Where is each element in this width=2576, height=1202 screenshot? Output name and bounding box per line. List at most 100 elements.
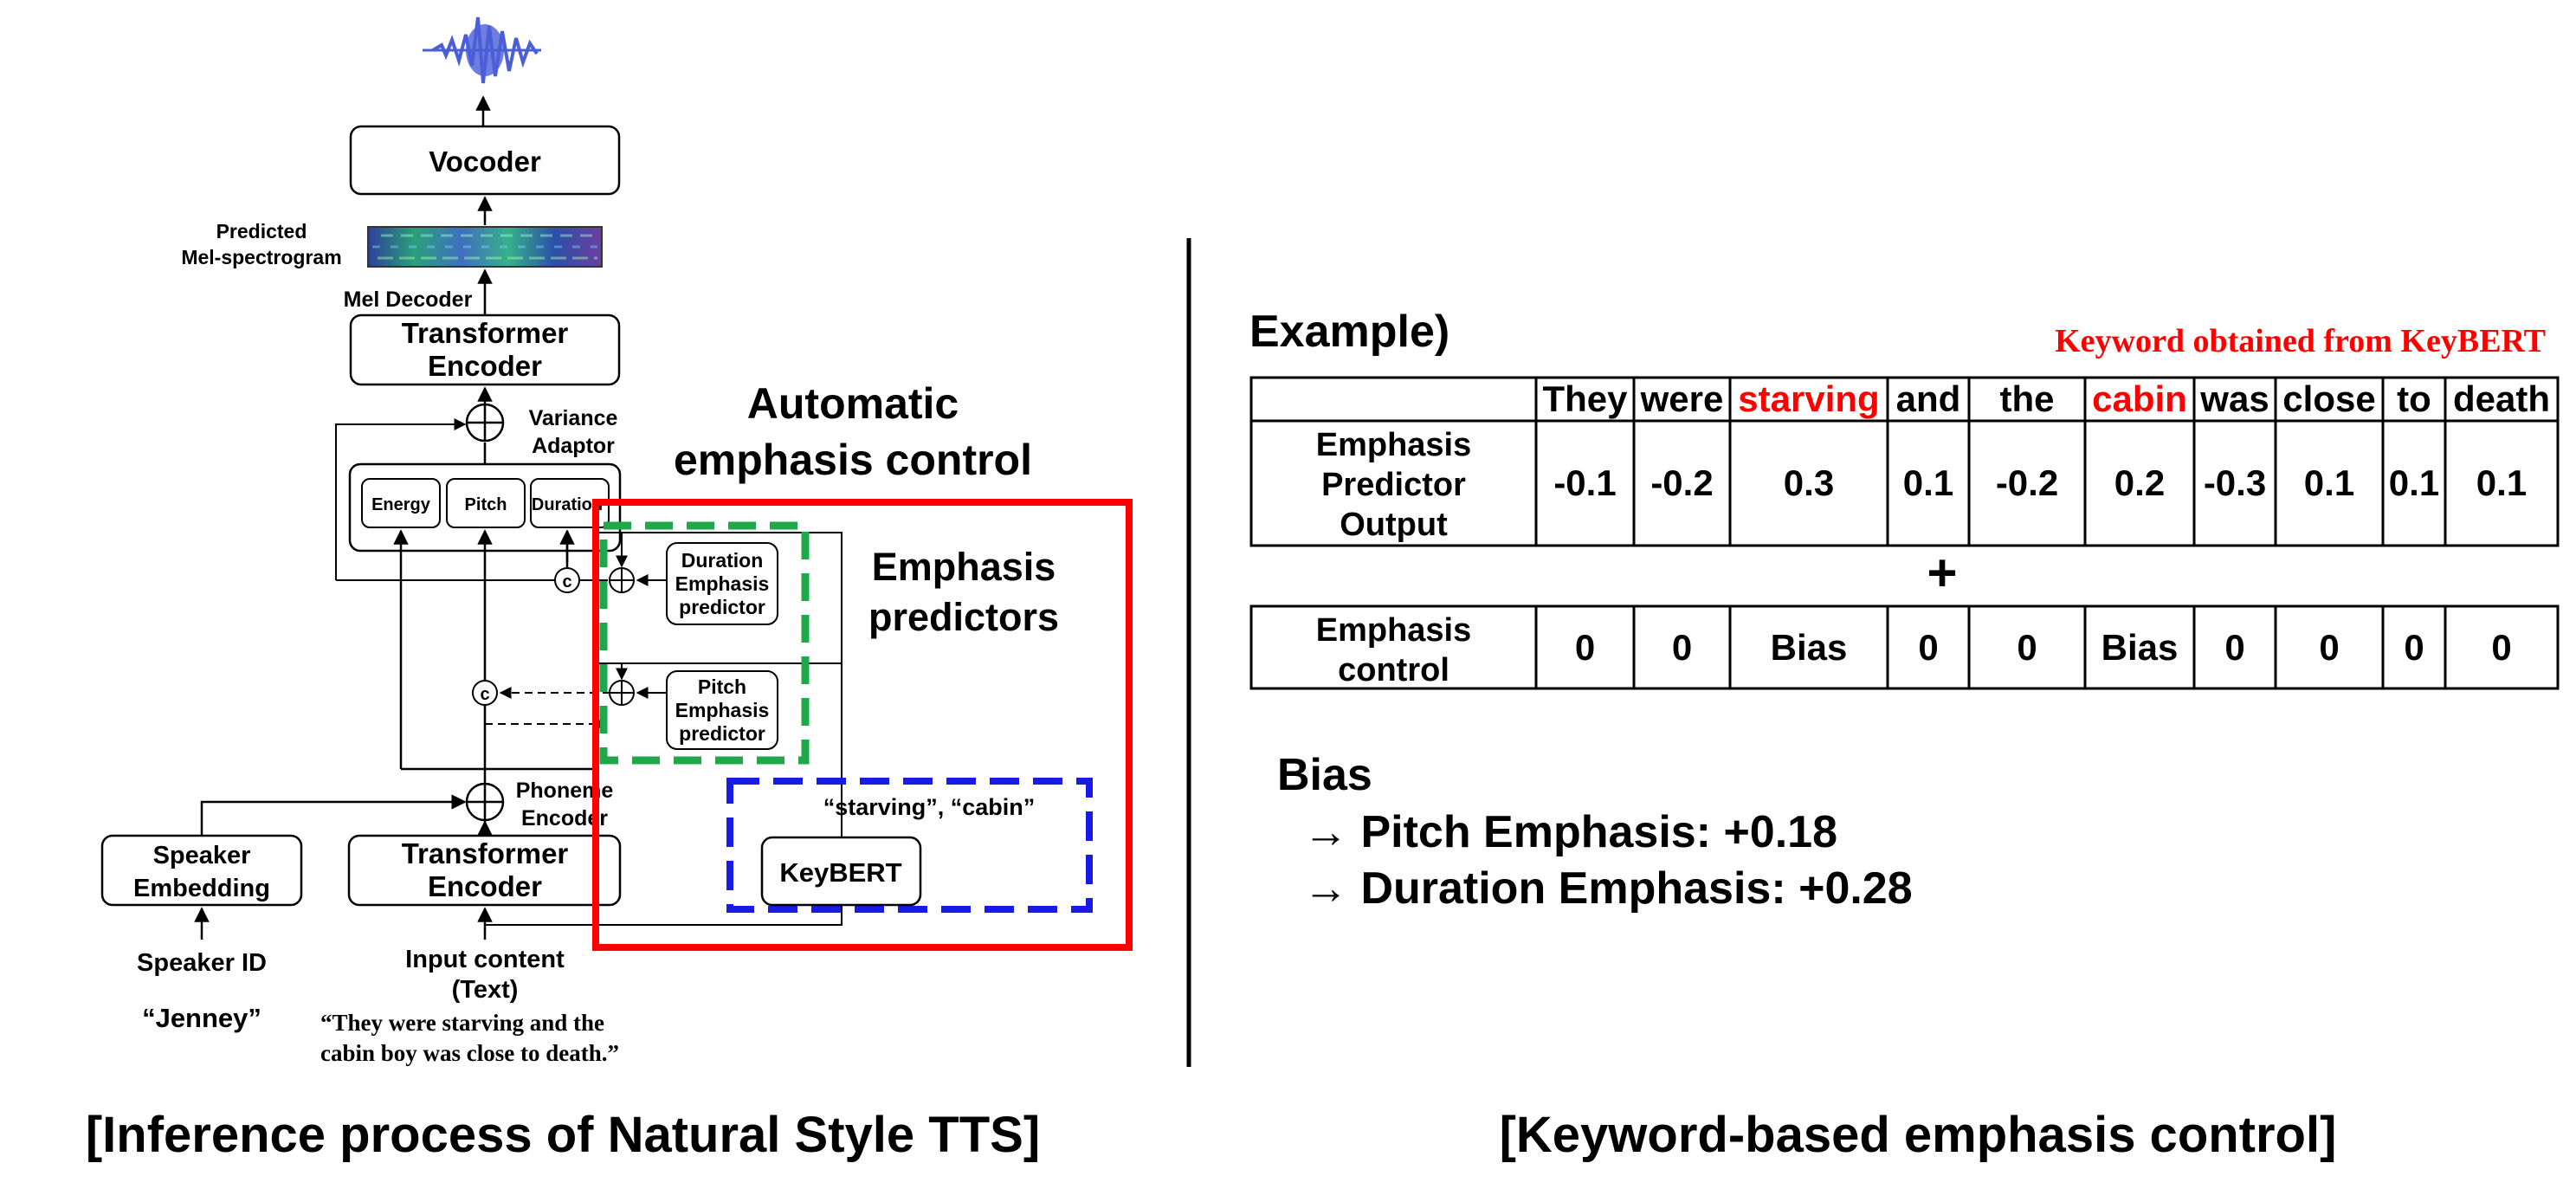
header-word: was — [2199, 378, 2269, 419]
output-value: -0.2 — [1650, 462, 1713, 503]
speaker-embedding-box — [100, 834, 303, 907]
output-table-frame — [1249, 376, 2560, 547]
concat-label-pitch: c — [480, 685, 489, 704]
sum-node-pitch — [609, 680, 635, 706]
header-word: and — [1896, 378, 1961, 419]
output-value: 0.2 — [2114, 462, 2165, 503]
sum-node-phoneme — [465, 782, 505, 822]
control-value: Bias — [1771, 627, 1848, 668]
predicted-mel-label-1: Predicted — [216, 220, 307, 242]
output-value: 0.1 — [2389, 462, 2439, 503]
right-caption: [Keyword-based emphasis control] — [1500, 1107, 2337, 1163]
output-value: -0.3 — [2204, 462, 2266, 503]
bias-title: Bias — [1277, 750, 1372, 800]
header-word: starving — [1738, 378, 1879, 419]
duration-predictor-box — [666, 542, 778, 625]
variance-adaptor-label-1: Variance — [529, 406, 618, 430]
decoder-transformer-box — [349, 313, 621, 386]
example-label: Example) — [1249, 307, 1449, 357]
input-content-label-2: (Text) — [452, 976, 519, 1004]
speaker-id-label: Speaker ID — [137, 949, 267, 977]
input-text-line-2: cabin boy was close to death.” — [320, 1040, 619, 1066]
encoder-label-2: Encoder — [428, 870, 542, 902]
green-predictor-highlight — [599, 521, 810, 765]
red-auto-emphasis-box — [592, 499, 1133, 951]
control-row-label-2: control — [1338, 652, 1449, 688]
blue-keybert-highlight — [726, 778, 1093, 913]
auto-emphasis-title-2: emphasis control — [674, 436, 1032, 484]
auto-emphasis-title-1: Automatic — [747, 379, 959, 428]
output-value: 0.1 — [2304, 462, 2354, 503]
header-word: close — [2282, 378, 2375, 419]
speaker-name: “Jenney” — [142, 1003, 261, 1033]
output-value: -0.2 — [1996, 462, 2058, 503]
output-value: 0.1 — [1903, 462, 1953, 503]
emphasis-predictors-label-1: Emphasis — [872, 545, 1056, 589]
control-value: 0 — [1575, 627, 1595, 668]
header-word: were — [1640, 378, 1724, 419]
keywords-label: “starving”, “cabin” — [823, 794, 1036, 820]
left-caption: [Inference process of Natural Style TTS] — [86, 1107, 1040, 1163]
arrow-speaker-to-sum — [200, 794, 467, 836]
concat-label-duration: c — [562, 572, 571, 591]
pitch-predictor-box — [666, 670, 778, 750]
control-value: 0 — [1918, 627, 1938, 668]
encoder-label-1: Transformer — [402, 837, 569, 869]
decoder-label-2: Encoder — [428, 350, 542, 382]
duration-label: Duration — [532, 495, 603, 514]
output-value: 0.1 — [2476, 462, 2527, 503]
predictor-panel-frame — [597, 532, 843, 926]
control-value: 0 — [1672, 627, 1692, 668]
vocoder-box — [349, 125, 621, 196]
keybert-box — [760, 836, 922, 907]
decoder-label-1: Transformer — [402, 317, 569, 349]
control-value: 0 — [2224, 627, 2244, 668]
pitch-predictor-label-3: predictor — [679, 722, 765, 745]
control-row-label-1: Emphasis — [1316, 612, 1472, 649]
emphasis-tables: EmphasisPredictorOutputThey-0.1were-0.2s… — [1249, 376, 2560, 690]
input-content-label-1: Input content — [405, 946, 565, 973]
plus-sign: + — [1927, 544, 1957, 602]
input-text-line-1: “They were starving and the — [320, 1010, 604, 1036]
header-word: to — [2397, 378, 2431, 419]
control-value: 0 — [2017, 627, 2037, 668]
pitch-box — [446, 478, 526, 528]
energy-label: Energy — [371, 495, 431, 514]
header-word: They — [1542, 378, 1628, 419]
pitch-predictor-label-2: Emphasis — [675, 699, 770, 721]
output-row-label-3: Output — [1340, 507, 1448, 543]
keybert-label: KeyBERT — [779, 857, 901, 888]
output-row-label-1: Emphasis — [1316, 427, 1472, 463]
output-value: 0.3 — [1784, 462, 1834, 503]
concat-node-pitch — [472, 680, 498, 706]
variance-adaptor-label-2: Adaptor — [532, 434, 615, 458]
waveform-icon — [423, 16, 541, 84]
predicted-mel-label-2: Mel-spectrogram — [181, 246, 341, 268]
duration-predictor-label-3: predictor — [679, 596, 765, 618]
duration-predictor-label-1: Duration — [681, 549, 764, 572]
mel-spectrogram-image — [367, 226, 603, 268]
arrow-residual-to-sum — [335, 418, 467, 580]
header-word: the — [2000, 378, 2055, 419]
mel-spectrogram-texture — [372, 234, 597, 260]
bias-duration: → Duration Emphasis: +0.28 — [1303, 863, 1913, 914]
output-value: -0.1 — [1553, 462, 1616, 503]
emphasis-predictors-label-2: predictors — [868, 595, 1059, 639]
sum-node-duration — [609, 567, 635, 593]
pitch-predictor-label-1: Pitch — [698, 675, 746, 698]
control-table-frame — [1249, 604, 2560, 690]
header-word: death — [2453, 378, 2550, 419]
control-value: 0 — [2319, 627, 2339, 668]
control-value: 0 — [2404, 627, 2424, 668]
control-value: Bias — [2101, 627, 2179, 668]
output-row-label-2: Predictor — [1321, 467, 1466, 503]
energy-box — [361, 478, 441, 528]
speaker-embedding-label-2: Embedding — [133, 875, 270, 902]
keyword-note: Keyword obtained from KeyBERT — [2055, 323, 2546, 359]
duration-predictor-label-2: Emphasis — [675, 572, 770, 595]
pitch-label: Pitch — [465, 495, 507, 514]
mel-decoder-label: Mel Decoder — [344, 288, 473, 312]
header-word: cabin — [2092, 378, 2187, 419]
speaker-embedding-label-1: Speaker — [153, 842, 251, 869]
